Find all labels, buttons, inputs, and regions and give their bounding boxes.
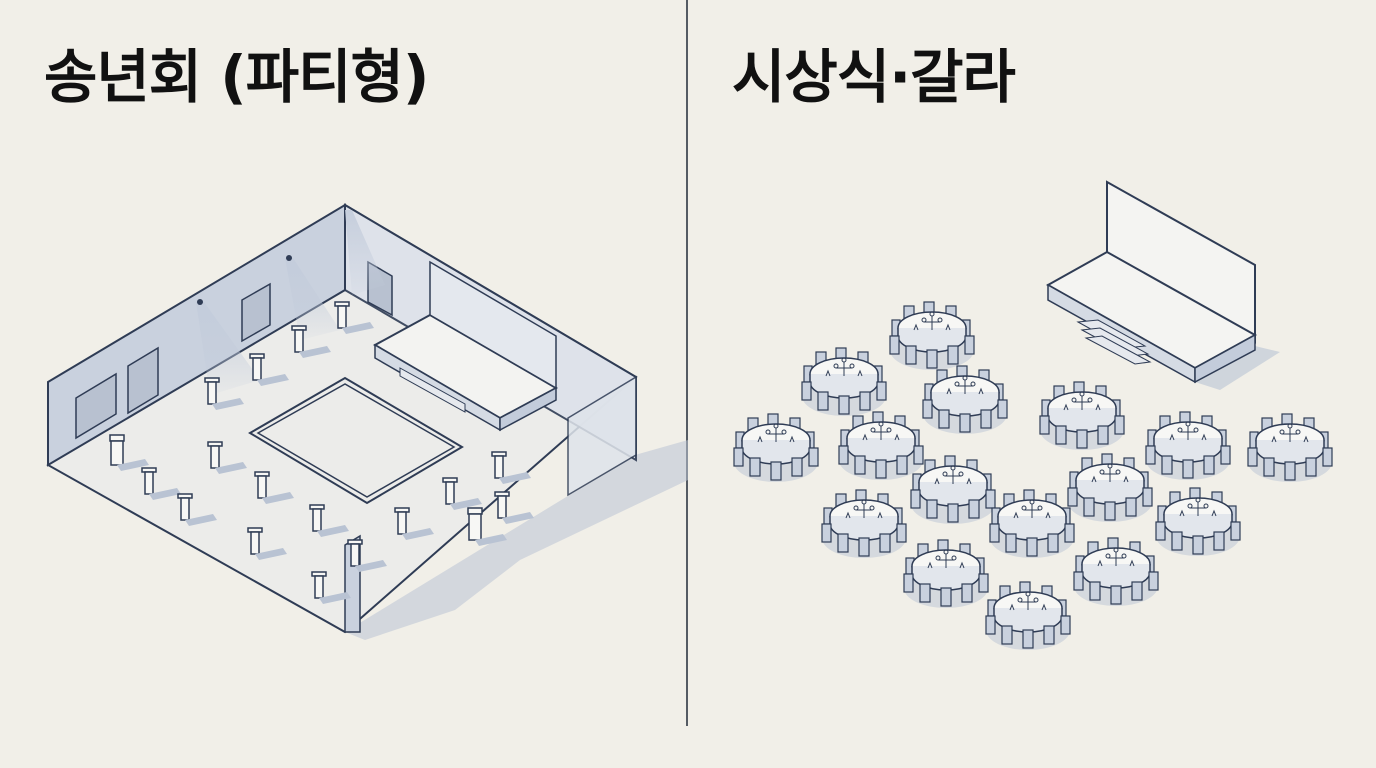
cocktail-tables	[109, 301, 534, 604]
stage-side	[1194, 333, 1256, 384]
cocktail-table-icon	[311, 571, 351, 604]
cocktail-table-icon	[334, 301, 374, 334]
party-layout-title: 송년회 (파티형)	[44, 43, 429, 111]
round-table-icon	[910, 455, 996, 525]
round-table-icon	[989, 489, 1075, 559]
cocktail-table-icon	[141, 467, 181, 500]
cocktail-table-icon	[347, 539, 387, 572]
room-shadow	[345, 440, 688, 640]
cocktail-table-icon	[394, 507, 434, 540]
cocktail-table-icon	[249, 353, 289, 386]
cocktail-table-icon	[291, 325, 331, 358]
spotlight-icon	[286, 255, 292, 261]
round-table-icon	[1073, 537, 1159, 607]
gala-layout-title: 시상식·갈라	[732, 43, 1016, 111]
spotlight-beam	[345, 210, 385, 295]
round-table-icon	[903, 539, 989, 609]
round-table-icon	[889, 301, 975, 371]
cocktail-table-icon	[467, 507, 507, 546]
cocktail-table-icon	[204, 377, 244, 410]
round-table-icon	[922, 365, 1008, 435]
stage-steps	[399, 367, 466, 413]
cocktail-table-icon	[254, 471, 294, 504]
round-table-icon	[821, 489, 907, 559]
spotlight-beam	[285, 258, 340, 340]
cocktail-table-icon	[494, 491, 534, 524]
wall-door	[241, 282, 271, 343]
round-table-icon	[1067, 453, 1153, 523]
round-table-icon	[1247, 413, 1333, 483]
stage-shadow	[1195, 346, 1280, 390]
round-table-icon	[1039, 381, 1125, 451]
round-table-icon	[1145, 411, 1231, 481]
spotlight-icon	[197, 299, 203, 305]
round-table-icon	[1155, 487, 1241, 557]
stage-backdrop	[429, 260, 557, 390]
cocktail-table-icon	[247, 527, 287, 560]
round-table-icon	[985, 581, 1071, 651]
round-table-icon	[801, 347, 887, 417]
cocktail-table-icon	[177, 493, 217, 526]
wall-door	[127, 346, 159, 415]
cocktail-table-icon	[309, 504, 349, 537]
wall-window	[75, 372, 117, 440]
panel-divider	[686, 0, 688, 726]
cocktail-table-icon	[207, 441, 247, 474]
stage-side	[499, 386, 557, 432]
round-table-icon	[838, 411, 924, 481]
cocktail-table-icon	[442, 477, 482, 510]
stage-steps	[1076, 319, 1152, 365]
glass-partition	[567, 375, 637, 497]
spotlight-beam	[196, 302, 260, 395]
cocktail-table-icon	[109, 434, 149, 471]
round-table-icon	[733, 413, 819, 483]
cocktail-table-icon	[491, 451, 531, 484]
dance-floor	[248, 376, 464, 505]
